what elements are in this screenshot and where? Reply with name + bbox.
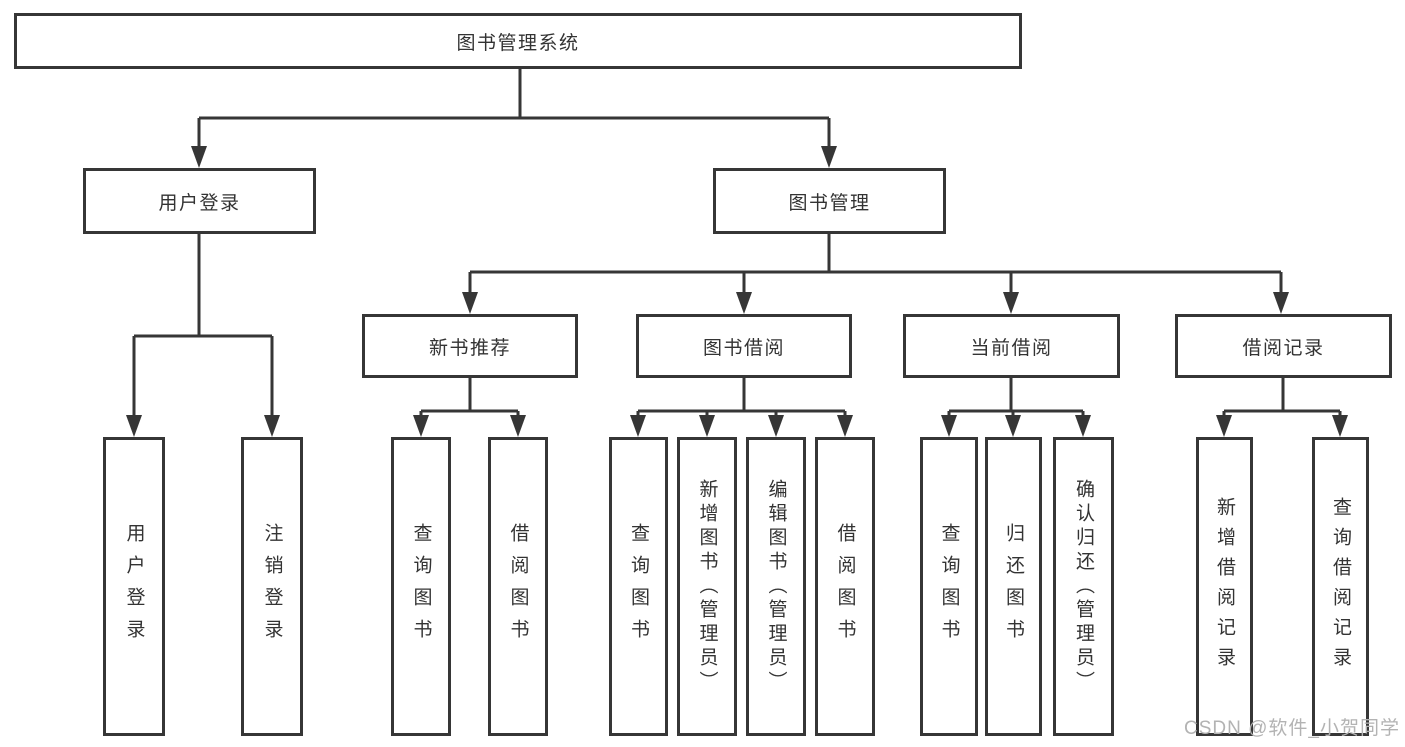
- node-borrowing-records: 借阅记录: [1175, 314, 1392, 378]
- leaf-edit-books-admin: 编辑图书（管理员）: [746, 437, 806, 736]
- leaf-add-borrow-record: 新增借阅记录: [1196, 437, 1253, 736]
- node-user-login-label: 用户登录: [158, 192, 241, 214]
- leaf-user-login-label: 用户登录: [123, 522, 145, 651]
- watermark: CSDN @软件_小贺同学: [1184, 718, 1400, 739]
- leaf-confirm-return-admin: 确认归还（管理员）: [1053, 437, 1114, 736]
- leaf-query-books-recommend-label: 查询图书: [410, 522, 432, 651]
- node-book-borrowing: 图书借阅: [636, 314, 852, 378]
- leaf-add-borrow-record-label: 新增借阅记录: [1214, 496, 1235, 677]
- node-borrowing-records-label: 借阅记录: [1242, 337, 1325, 359]
- leaf-borrow-books-borrowing-label: 借阅图书: [834, 522, 856, 651]
- leaf-return-books: 归还图书: [985, 437, 1042, 736]
- leaf-query-borrow-record: 查询借阅记录: [1312, 437, 1369, 736]
- node-current-borrowing-label: 当前借阅: [970, 337, 1053, 359]
- leaf-edit-books-admin-label: 编辑图书（管理员）: [765, 478, 787, 695]
- leaf-borrow-books-recommend-label: 借阅图书: [507, 522, 529, 651]
- leaf-borrow-books-borrowing: 借阅图书: [815, 437, 875, 736]
- leaf-logout-login-label: 注销登录: [261, 522, 283, 651]
- leaf-query-borrow-record-label: 查询借阅记录: [1330, 496, 1351, 677]
- node-root: 图书管理系统: [14, 13, 1022, 69]
- leaf-query-books-recommend: 查询图书: [391, 437, 451, 736]
- node-book-borrowing-label: 图书借阅: [702, 337, 785, 359]
- leaf-add-books-admin: 新增图书（管理员）: [677, 437, 737, 736]
- leaf-user-login: 用户登录: [103, 437, 165, 736]
- leaf-confirm-return-admin-label: 确认归还（管理员）: [1073, 478, 1094, 695]
- leaf-add-books-admin-label: 新增图书（管理员）: [696, 478, 718, 695]
- node-new-book-recommend: 新书推荐: [362, 314, 578, 378]
- leaf-logout-login: 注销登录: [241, 437, 303, 736]
- leaf-query-books-borrowing: 查询图书: [609, 437, 668, 736]
- node-root-label: 图书管理系统: [456, 32, 580, 54]
- node-book-management-label: 图书管理: [788, 192, 871, 214]
- node-new-book-recommend-label: 新书推荐: [428, 337, 511, 359]
- node-book-management: 图书管理: [713, 168, 946, 234]
- leaf-query-books-borrowing-label: 查询图书: [628, 522, 649, 651]
- leaf-query-books-current: 查询图书: [920, 437, 978, 736]
- node-current-borrowing: 当前借阅: [903, 314, 1120, 378]
- leaf-query-books-current-label: 查询图书: [938, 522, 960, 651]
- leaf-borrow-books-recommend: 借阅图书: [488, 437, 548, 736]
- node-user-login: 用户登录: [83, 168, 316, 234]
- leaf-return-books-label: 归还图书: [1003, 522, 1024, 651]
